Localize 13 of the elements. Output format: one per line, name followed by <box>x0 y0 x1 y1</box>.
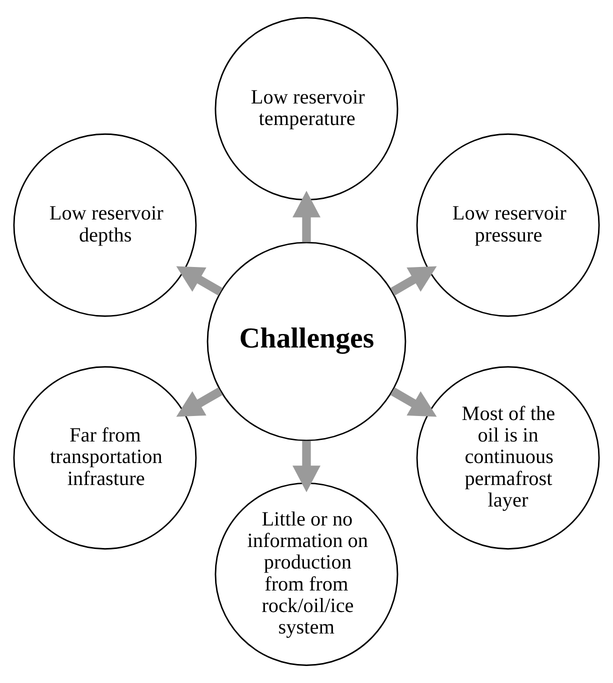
node-circle: Little or no information on production from from rock/oil/ice system <box>214 482 398 666</box>
node-circle: Low reservoir temperature <box>214 17 398 201</box>
arrow <box>176 387 223 417</box>
arrow <box>390 266 437 296</box>
node-circle: Low reservoir depths <box>13 133 197 317</box>
node-circle: Most of the oil is in continuous permafrost layer <box>416 366 600 550</box>
arrow <box>292 190 320 242</box>
node-circle: Low reservoir pressure <box>416 133 600 317</box>
arrow <box>390 387 437 417</box>
node-circle: Challenges <box>206 242 406 442</box>
node-circle: Far from transportation infrasture <box>13 366 197 550</box>
arrow <box>176 266 223 296</box>
arrow <box>292 440 320 492</box>
